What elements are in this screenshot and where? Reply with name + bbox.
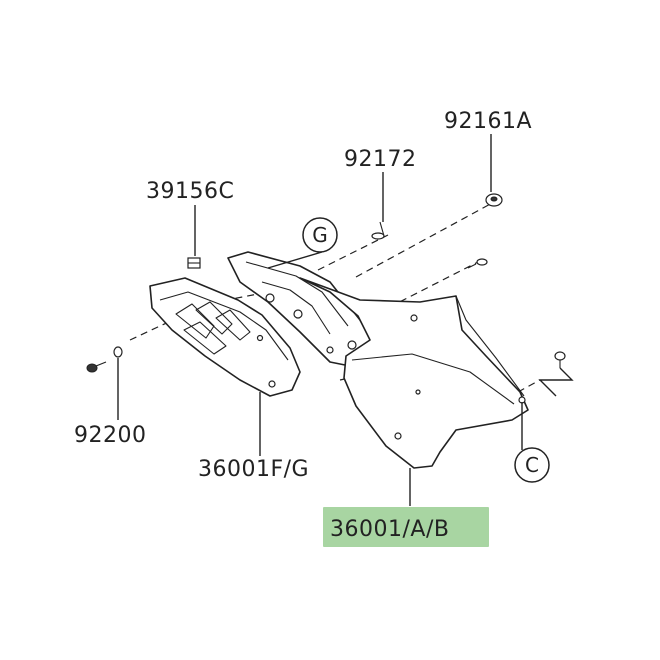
- lower-side-cover-small: [149, 277, 301, 397]
- label-92200: 92200: [74, 423, 147, 448]
- leader-lines: [117, 134, 574, 506]
- label-92172: 92172: [344, 147, 417, 172]
- clip-39156c: [187, 257, 201, 269]
- callout-c: C: [514, 447, 550, 483]
- side-cover-large: [299, 277, 529, 469]
- callout-g-letter: G: [312, 223, 328, 247]
- screw-far-right: [554, 351, 566, 368]
- screw-92172: [371, 221, 385, 240]
- inner-bracket: [227, 251, 373, 367]
- label-36001ab: 36001/A/B: [330, 517, 449, 542]
- callout-c-letter: C: [525, 453, 539, 477]
- label-92161a: 92161A: [444, 109, 532, 134]
- screw-right: [467, 258, 488, 269]
- grommet-92161a: [485, 193, 503, 207]
- bolt-92200: [86, 346, 123, 373]
- label-36001fg: 36001F/G: [198, 457, 309, 482]
- label-39156c: 39156C: [146, 179, 234, 204]
- highlight-box: [323, 507, 489, 547]
- callout-g: G: [302, 217, 338, 253]
